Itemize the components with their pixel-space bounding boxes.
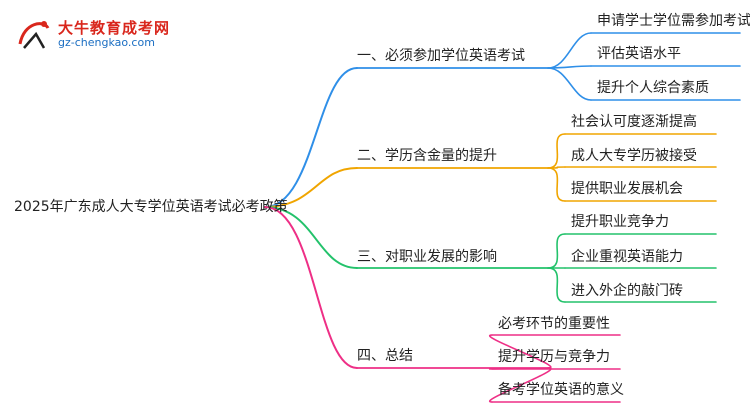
leaf-4-3: 备考学位英语的意义 <box>498 382 624 398</box>
logo: 大牛教育成考网 gz-chengkao.com <box>14 14 169 54</box>
branch-3-to-leaf-3-connector <box>547 267 566 303</box>
leaf-2-1: 社会认可度逐渐提高 <box>571 114 697 130</box>
root-to-branch-3-connector <box>264 206 358 269</box>
leaf-3-1: 提升职业竞争力 <box>571 214 669 230</box>
leaf-1-3: 提升个人综合素质 <box>597 80 709 96</box>
branch-2-to-leaf-3-connector <box>547 167 566 202</box>
root-to-branch-2-connector <box>264 167 358 208</box>
branch-4-label: 四、总结 <box>357 348 413 364</box>
logo-url: gz-chengkao.com <box>58 36 155 49</box>
leaf-4-2: 提升学历与竞争力 <box>498 349 610 365</box>
logo-mark-icon <box>18 21 50 49</box>
branch-3-to-leaf-1-connector <box>547 233 566 269</box>
branch-1-to-leaf-3-connector <box>547 67 592 101</box>
branch-2-to-leaf-1-connector <box>547 133 566 169</box>
leaf-4-1: 必考环节的重要性 <box>498 316 610 332</box>
logo-name: 大牛教育成考网 <box>58 19 171 37</box>
root-to-branch-4-connector <box>264 206 358 369</box>
branch-4-to-leaf-1-connector <box>488 334 552 369</box>
leaf-1-1: 申请学士学位需参加考试 <box>597 13 750 29</box>
leaf-3-2: 企业重视英语能力 <box>571 249 683 265</box>
leaf-3-3: 进入外企的敲门砖 <box>571 283 683 299</box>
root-topic: 2025年广东成人大专学位英语考试必考政策 <box>14 199 288 215</box>
branch-4-to-leaf-3-connector <box>488 367 552 403</box>
leaf-2-2: 成人大专学历被接受 <box>571 148 697 164</box>
leaf-1-2: 评估英语水平 <box>597 46 681 62</box>
branch-1-label: 一、必须参加学位英语考试 <box>357 48 525 64</box>
branch-1-to-leaf-1-connector <box>547 32 592 69</box>
branch-3-label: 三、对职业发展的影响 <box>357 249 497 265</box>
root-to-branch-1-connector <box>264 67 358 208</box>
branch-2-label: 二、学历含金量的提升 <box>357 148 497 164</box>
leaf-2-3: 提供职业发展机会 <box>571 181 683 197</box>
